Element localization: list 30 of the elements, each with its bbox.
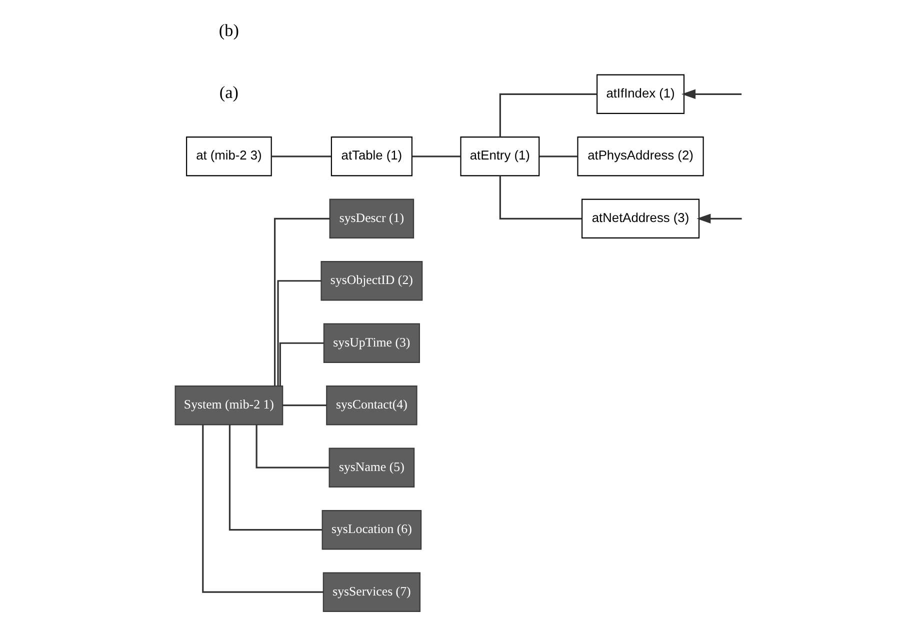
connector [282,404,326,406]
arrow [696,214,742,224]
node-box: atPhysAddress (2) [576,136,704,176]
connector [202,425,323,593]
node-box: atIfIndex (1) [596,74,684,114]
node-box: sysUpTime (3) [322,323,420,363]
connector [255,424,329,468]
connector [274,218,330,386]
connector [270,156,331,158]
node-box: sysDescr (1) [328,198,414,238]
node-box: atEntry (1) [460,136,540,176]
node-box: System (mib-2 1) [174,386,283,426]
connector [498,93,596,138]
connector [278,342,324,386]
node-box: atTable (1) [330,136,412,176]
connector [276,280,320,386]
node-box: sysObjectID (2) [320,261,422,301]
node-box: at (mib-2 3) [186,136,272,176]
connector [538,156,578,158]
connector [228,424,322,531]
arrow [681,89,742,100]
label: (b) [218,20,238,40]
node-box: sysServices (7) [322,572,420,612]
node-box: sysLocation (6) [321,510,422,550]
connector [412,156,460,158]
label: (a) [218,83,238,102]
node-box: atNetAddress (3) [581,198,700,238]
node-box: sysContact(4) [326,386,417,426]
node-box: sysName (5) [328,448,414,488]
connector [498,176,582,220]
